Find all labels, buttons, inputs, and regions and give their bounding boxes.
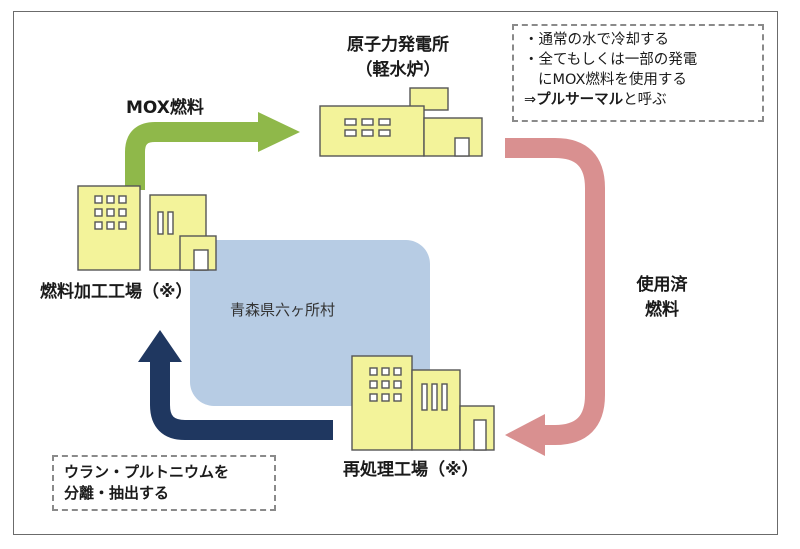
- fuel-plant-building: [77, 185, 217, 271]
- spent-fuel-label-line2: 燃料: [645, 300, 679, 320]
- separation-arrow: [138, 330, 333, 440]
- spent-fuel-arrow: [505, 138, 605, 456]
- fuel-plant-label: 燃料加工工場（※）: [40, 282, 193, 302]
- separation-note: ウラン・プルトニウムを 分離・抽出する: [52, 455, 276, 511]
- mox-fuel-label: MOX燃料: [126, 98, 204, 118]
- note-line-1: ・通常の水で冷却する: [524, 32, 669, 48]
- note-line-4-prefix: ⇒: [524, 92, 537, 108]
- power-plant-building: [319, 87, 483, 157]
- power-plant-label: 原子力発電所 （軽水炉）: [328, 30, 468, 80]
- reprocessing-plant-building: [351, 355, 495, 451]
- spent-fuel-label: 使用済 燃料: [622, 270, 702, 320]
- spent-fuel-label-line1: 使用済: [636, 275, 688, 295]
- reprocessing-plant-label: 再処理工場（※）: [343, 460, 479, 480]
- note-line-4-bold: プルサーマル: [536, 92, 624, 108]
- note-line-2: ・全てもしくは一部の発電: [524, 52, 698, 68]
- power-plant-label-line2: （軽水炉）: [355, 60, 441, 80]
- note-line-4: ⇒プルサーマルと呼ぶ: [524, 90, 752, 110]
- diagram-frame: [13, 11, 778, 535]
- mox-fuel-arrow: [125, 112, 300, 190]
- note-line-4-suffix: と呼ぶ: [623, 92, 667, 108]
- separation-note-line-2: 分離・抽出する: [64, 484, 170, 502]
- separation-note-line-1: ウラン・プルトニウムを: [64, 463, 230, 481]
- region-label: 青森県六ヶ所村: [230, 301, 336, 319]
- pluthermal-note: ・通常の水で冷却する ・全てもしくは一部の発電 にMOX燃料を使用する ⇒プルサ…: [512, 24, 764, 122]
- power-plant-label-line1: 原子力発電所: [347, 35, 449, 55]
- note-line-3: にMOX燃料を使用する: [538, 72, 687, 88]
